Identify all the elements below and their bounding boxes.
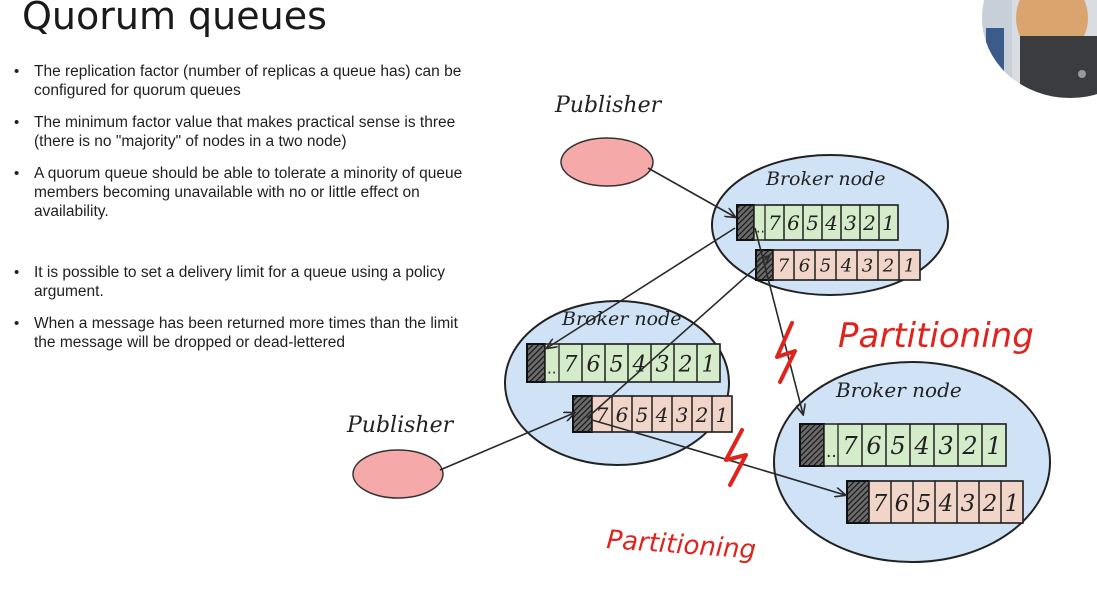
queue-ellipsis: .. (756, 220, 765, 236)
queue-cell-number: 7 (778, 256, 790, 277)
queue-cell (878, 204, 899, 241)
queue-head (526, 343, 546, 383)
lightning-icon (724, 428, 748, 487)
queue-cell-number: 5 (820, 256, 831, 277)
queue-cell-number: 4 (913, 432, 929, 460)
queue-cell-number: 7 (596, 403, 609, 427)
partitioning-label: Partitioning (606, 525, 757, 565)
queue-cell-number: 3 (656, 352, 670, 377)
publish-arrow (647, 167, 735, 217)
queue-cell-number: 2 (882, 256, 894, 277)
publisher-label: Publisher (554, 93, 663, 118)
queue-cell-number: 3 (676, 403, 689, 427)
queue-cell (1000, 480, 1024, 524)
publisher-bottom: Publisher (346, 413, 455, 499)
queue-cell-number: 1 (904, 256, 915, 277)
broker-label: Broker node (765, 168, 885, 190)
replication-arrow (591, 419, 845, 495)
queue-ellipsis: .. (547, 360, 557, 378)
queue-cell-number: 1 (702, 352, 716, 377)
arrows (439, 167, 845, 495)
queue-cell-number: 6 (866, 432, 881, 460)
publish-arrow (439, 413, 574, 471)
queue-cell-number: 2 (982, 491, 998, 517)
queue-cell (981, 423, 1007, 467)
queue-cell-number: 3 (862, 256, 873, 277)
queue-cell-number: 4 (655, 403, 669, 427)
queue-cell-number: 7 (873, 491, 888, 517)
queue-cell-number: 1 (716, 403, 729, 427)
queue-body (823, 423, 1007, 467)
queue-cell (711, 395, 733, 433)
queue-cell-number: 4 (632, 352, 647, 377)
queue-head (736, 204, 755, 241)
publisher-top: Publisher (554, 93, 663, 187)
queue-cell-number: 6 (895, 491, 910, 517)
queue-cell-number: 7 (564, 352, 578, 377)
bullet-list: The replication factor (number of replic… (12, 62, 482, 352)
broker-label: Broker node (835, 378, 962, 402)
queue-body (544, 343, 721, 383)
queue-cell-number: 6 (616, 403, 629, 427)
publisher-label: Publisher (346, 413, 455, 438)
queue-cell-number: 5 (636, 403, 649, 427)
lightning-icon (775, 321, 797, 384)
queue-cell (898, 249, 921, 281)
queue-cell-number: 2 (961, 432, 977, 460)
queue-cell-number: 2 (695, 403, 709, 427)
bullet-item: The minimum factor value that makes prac… (12, 113, 482, 151)
queue-head (846, 480, 870, 524)
queue-cell-number: 4 (824, 211, 838, 235)
queue-cell-number: 6 (799, 256, 810, 277)
queue-cell-number: 7 (768, 211, 781, 235)
replication-arrow (586, 256, 769, 419)
queue-cell-number: 1 (986, 432, 1001, 460)
queue-cell-number: 4 (938, 491, 954, 517)
bullet-item: A quorum queue should be able to tolerat… (12, 164, 482, 221)
broker-label: Broker node (561, 308, 681, 330)
replication-arrow (547, 227, 736, 348)
queue-cell-number: 3 (844, 211, 857, 235)
queue-cell-number: 6 (587, 352, 601, 377)
bullet-item: It is possible to set a delivery limit f… (12, 263, 482, 301)
partitioning-label: Partitioning (838, 316, 1034, 356)
queue-cell-number: 5 (806, 211, 819, 235)
bullet-item: The replication factor (number of replic… (12, 62, 482, 100)
presenter-webcam (982, 0, 1097, 98)
queue-head (799, 423, 825, 467)
queue-cell-number: 5 (917, 491, 932, 517)
bullet-item: When a message has been returned more ti… (12, 314, 482, 352)
queue-cell-number: 4 (840, 256, 852, 277)
queue-cell-number: 1 (1005, 491, 1020, 517)
queue-body (868, 480, 1024, 524)
partition-marks (724, 321, 797, 487)
queue-cell-number: 1 (882, 211, 895, 235)
queue-cell-number: 7 (842, 432, 858, 460)
queue-cell-number: 3 (938, 432, 953, 460)
queue-cell-number: 2 (862, 211, 876, 235)
queue-head (572, 395, 593, 433)
queue-cell-number: 6 (787, 211, 800, 235)
queue-ellipsis: .. (826, 442, 837, 462)
queue-cell-number: 5 (610, 352, 624, 377)
queue-cell-number: 3 (961, 491, 976, 517)
publisher-shape (560, 137, 654, 187)
slide-title: Quorum queues (22, 0, 327, 38)
publisher-shape (352, 449, 444, 499)
queue-cell-number: 2 (678, 352, 693, 377)
queue-cell (696, 343, 721, 383)
queue-body (753, 204, 899, 241)
queue-cell-number: 5 (890, 432, 905, 460)
